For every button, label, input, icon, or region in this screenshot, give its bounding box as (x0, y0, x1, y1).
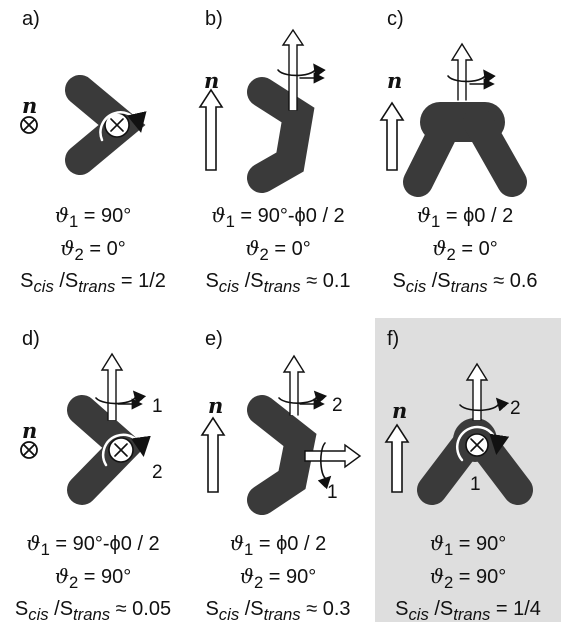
molecule-c (403, 42, 527, 197)
into-page-symbol-d (20, 441, 38, 459)
n-vector-arrow-c (379, 101, 405, 171)
highlighted-panel-background (375, 318, 561, 622)
n-label-b: n (204, 68, 220, 93)
n-vector-arrow-f (384, 423, 410, 493)
caption-f: ϑ1 = 90° ϑ2 = 90° Scis /Strans = 1/4 (395, 531, 541, 624)
theta2-value-d: 90° (101, 566, 132, 588)
panel-label-d: d) (22, 328, 40, 350)
theta2-value-c: 0° (478, 238, 498, 260)
theta1-value-b: 90°-ϕ0 / 2 (257, 205, 345, 227)
n-label-a: n (22, 93, 38, 118)
rotation-label-d-2: 2 (152, 462, 163, 483)
n-label-d: n (22, 418, 38, 443)
rotation-label-f-1: 2 (510, 398, 521, 419)
panel-label-b: b) (205, 8, 223, 30)
ratio-value-e: ≈ 0.3 (306, 598, 351, 620)
caption-c: ϑ1 = ϕ0 / 2 ϑ2 = 0° Scis /Strans ≈ 0.6 (392, 203, 538, 296)
caption-b: ϑ1 = 90°-ϕ0 / 2 ϑ2 = 0° Scis /Strans ≈ 0… (205, 203, 351, 296)
molecule-d (67, 352, 151, 505)
theta1-value-c: ϕ0 / 2 (463, 205, 514, 227)
panel-label-e: e) (205, 328, 223, 350)
rotation-label-f-2: 1 (470, 474, 481, 495)
theta1-value-e: ϕ0 / 2 (276, 533, 327, 555)
panel-label-a: a) (22, 8, 40, 30)
ratio-value-c: ≈ 0.6 (493, 270, 538, 292)
caption-a: ϑ1 = 90° ϑ2 = 0° Scis /Strans = 1/2 (20, 203, 166, 296)
n-label-e: n (208, 393, 224, 418)
ratio-value-f: = 1/4 (495, 598, 541, 620)
n-vector-arrow-e (200, 416, 226, 493)
into-page-symbol-a (20, 116, 38, 134)
panel-label-f: f) (387, 328, 400, 350)
n-label-c: n (387, 68, 403, 93)
ratio-value-a: = 1/2 (120, 270, 166, 292)
theta1-value-f: 90° (476, 533, 507, 555)
molecule-e (247, 354, 362, 515)
rotation-label-d-1: 1 (152, 396, 163, 417)
theta2-value-a: 0° (106, 238, 126, 260)
caption-e: ϑ1 = ϕ0 / 2 ϑ2 = 90° Scis /Strans ≈ 0.3 (205, 531, 351, 624)
molecule-b (247, 28, 326, 193)
theta1-value-a: 90° (101, 205, 132, 227)
rotation-label-e-1: 2 (332, 395, 343, 416)
ratio-value-b: ≈ 0.1 (306, 270, 351, 292)
theta1-value-d: 90°-ϕ0 / 2 (72, 533, 160, 555)
n-label-f: n (392, 398, 408, 423)
caption-d: ϑ1 = 90°-ϕ0 / 2 ϑ2 = 90° Scis /Strans ≈ … (14, 531, 172, 624)
molecule-f (417, 362, 533, 505)
theta2-value-f: 90° (476, 566, 507, 588)
rotation-label-e-2: 1 (327, 482, 338, 503)
theta2-value-e: 90° (286, 566, 317, 588)
theta2-value-b: 0° (291, 238, 311, 260)
n-vector-arrow-b (198, 88, 224, 171)
molecule-a (65, 75, 147, 175)
panel-label-c: c) (387, 8, 404, 30)
ratio-value-d: ≈ 0.05 (115, 598, 172, 620)
